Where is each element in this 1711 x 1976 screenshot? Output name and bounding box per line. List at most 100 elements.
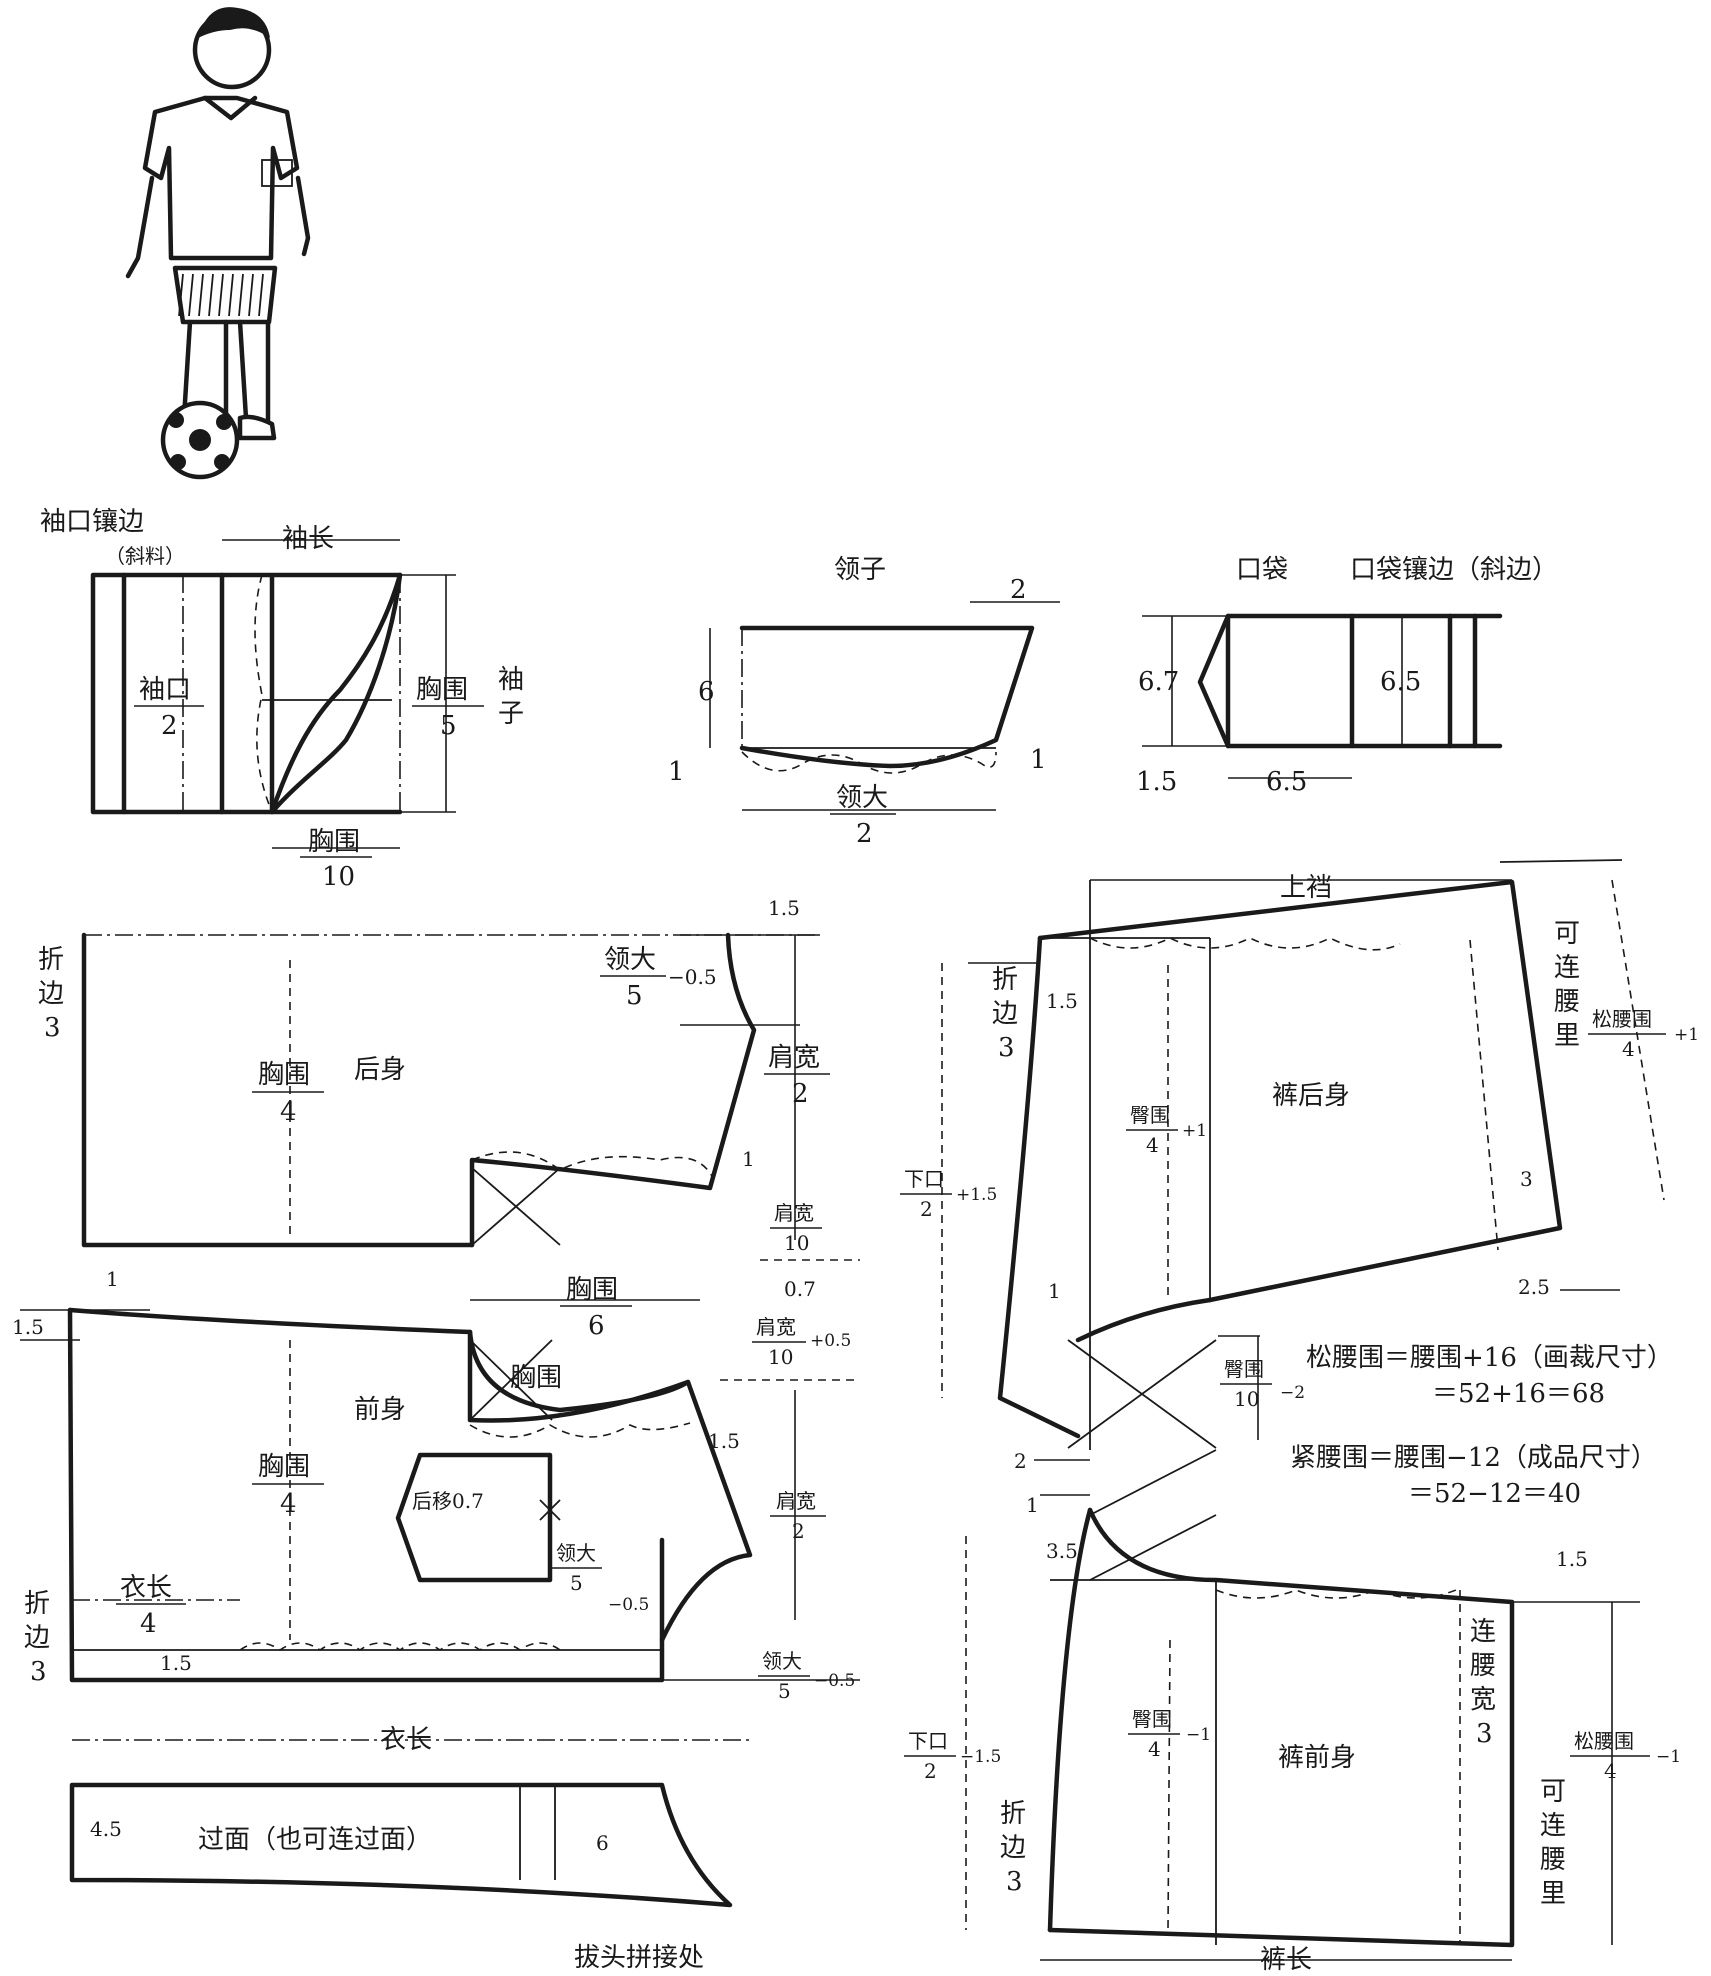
shirt-shoulder2b-num: 肩宽 (776, 1489, 816, 1513)
pants-hem2b-adj: −1.5 (960, 1747, 1001, 1767)
shirt-shoulder2a-num: 肩宽 (768, 1043, 820, 1073)
collar-title: 领子 (834, 555, 886, 585)
svg-text:折: 折 (992, 965, 1018, 995)
pocket-height-65: 6.5 (1380, 667, 1421, 697)
svg-text:3: 3 (1006, 1867, 1023, 1897)
pants-length-label: 裤长 (1260, 1945, 1312, 1975)
formula-loose-waist-value: ＝52+16＝68 (1432, 1379, 1605, 1409)
collar-right-1: 1 (1030, 745, 1047, 775)
svg-text:3: 3 (30, 1657, 47, 1687)
pants-num-3: 3 (1520, 1167, 1533, 1191)
pants-loose4a-num: 松腰围 (1592, 1007, 1652, 1031)
sleeve-chest5-num: 胸围 (416, 675, 468, 705)
pants-hip4b-num: 臀围 (1132, 1707, 1172, 1731)
pants-front-label: 裤前身 (1278, 1743, 1356, 1773)
pants-hip10-adj: −2 (1280, 1383, 1305, 1403)
shirt-fold-bottom: 折 边 3 (24, 1589, 50, 1687)
pocket-v15: 1.5 (1136, 767, 1177, 797)
svg-text:边: 边 (1000, 1833, 1026, 1863)
shirt-chest6-den: 6 (588, 1311, 605, 1341)
svg-text:3: 3 (44, 1013, 61, 1043)
pants-num-15: 1.5 (1046, 989, 1078, 1013)
shirt-chest4b-den: 4 (280, 1489, 297, 1519)
sleeve-chest5-den: 5 (440, 711, 457, 741)
pants-rise-label: 上裆 (1280, 873, 1332, 903)
shirt-neck5b-num: 领大 (556, 1541, 596, 1565)
pants-pattern (941, 859, 1665, 1961)
pants-fold-a: 折 边 3 (992, 965, 1018, 1063)
svg-text:腰: 腰 (1470, 1651, 1496, 1681)
pants-num-2: 2 (1014, 1449, 1027, 1473)
shirt-shoulder10a-den: 10 (784, 1231, 809, 1255)
shirt-neck5c-den: 5 (778, 1679, 791, 1703)
shirt-num-45: 4.5 (90, 1817, 122, 1841)
formula-tight-waist: 紧腰围＝腰围−12（成品尺寸） (1290, 1443, 1657, 1473)
shirt-pattern (20, 932, 860, 1908)
shirt-neck5c-adj: −0.5 (814, 1671, 855, 1691)
pocket-piece (1142, 613, 1503, 779)
shirt-neck5a-den: 5 (626, 981, 643, 1011)
collar-neck-num: 领大 (836, 783, 888, 813)
pants-loose4a-adj: +1 (1674, 1025, 1699, 1045)
sleeve-title-1: 袖 (498, 665, 524, 695)
svg-text:里: 里 (1540, 1879, 1566, 1909)
shirt-pocket-shift: 后移0.7 (412, 1489, 484, 1513)
shirt-length-label: 衣长 (380, 1725, 432, 1755)
pants-back-label: 裤后身 (1272, 1081, 1350, 1111)
pants-hem2a-adj: +1.5 (956, 1185, 997, 1205)
shirt-neck5a-adj: −0.5 (668, 965, 717, 989)
pants-hem2b-num: 下口 (908, 1729, 948, 1753)
cuff-fraction-num: 袖口 (139, 675, 191, 705)
collar-left-1: 1 (668, 757, 685, 787)
shirt-armhole-label: 胸围 (510, 1363, 562, 1393)
svg-text:3: 3 (1476, 1719, 1493, 1749)
formula-loose-waist: 松腰围＝腰围+16（画裁尺寸） (1306, 1343, 1673, 1373)
shirt-fold-top: 折 边 3 (38, 945, 64, 1043)
sleeve-piece (90, 539, 456, 849)
cuff-binding-label: 袖口镶边 (40, 507, 144, 537)
pants-hem2a-den: 2 (920, 1197, 933, 1221)
pants-loose4b-num: 松腰围 (1574, 1729, 1634, 1753)
collar-piece (709, 601, 1060, 811)
shirt-num-1-a: 1 (742, 1147, 755, 1171)
shirt-front-label: 前身 (354, 1395, 406, 1425)
shirt-shoulder2a-den: 2 (792, 1079, 809, 1109)
pocket-title: 口袋 (1236, 555, 1288, 585)
shirt-num-6: 6 (596, 1831, 609, 1855)
sleeve-chest10-den: 10 (322, 862, 355, 892)
svg-text:折: 折 (1000, 1799, 1026, 1829)
svg-text:边: 边 (38, 979, 64, 1009)
shirt-chest4b-num: 胸围 (258, 1452, 310, 1482)
shirt-neck5b-adj: −0.5 (608, 1595, 649, 1615)
shirt-len4-den: 4 (140, 1609, 157, 1639)
pants-loose4b-adj: −1 (1656, 1747, 1681, 1767)
shirt-shoulder2b-den: 2 (792, 1519, 805, 1543)
pants-hip10-num: 臀围 (1224, 1357, 1264, 1381)
pants-num-1: 1 (1048, 1279, 1061, 1303)
collar-width-2: 2 (1010, 575, 1027, 605)
svg-text:折: 折 (24, 1589, 50, 1619)
svg-text:腰: 腰 (1554, 987, 1580, 1017)
svg-text:连: 连 (1554, 953, 1580, 983)
pocket-binding-title: 口袋镶边（斜边） (1350, 555, 1558, 585)
shirt-back-label: 后身 (354, 1055, 406, 1085)
svg-text:可: 可 (1554, 919, 1580, 949)
shirt-chest4a-den: 4 (280, 1097, 297, 1127)
pants-hip4b-den: 4 (1148, 1737, 1161, 1761)
pants-waistband-label: 连 腰 宽 3 (1470, 1617, 1496, 1749)
pants-num-1b: 1 (1026, 1493, 1039, 1517)
shirt-neck5a-num: 领大 (604, 945, 656, 975)
pants-hip4a-num: 臀围 (1130, 1103, 1170, 1127)
pants-hem2a-num: 下口 (904, 1167, 944, 1191)
formula-tight-waist-value: ＝52−12＝40 (1408, 1479, 1581, 1509)
boy-illustration (125, 7, 311, 480)
shirt-chest6-num: 胸围 (566, 1275, 618, 1305)
collar-neck-den: 2 (856, 819, 873, 849)
shirt-neck5c-num: 领大 (762, 1649, 802, 1673)
svg-text:里: 里 (1554, 1021, 1580, 1051)
pants-hip4b-adj: −1 (1186, 1725, 1211, 1745)
shirt-num-15-hem: 1.5 (160, 1651, 192, 1675)
shirt-shoulder10a-num: 肩宽 (774, 1201, 814, 1225)
pocket-width-65: 6.5 (1266, 767, 1307, 797)
